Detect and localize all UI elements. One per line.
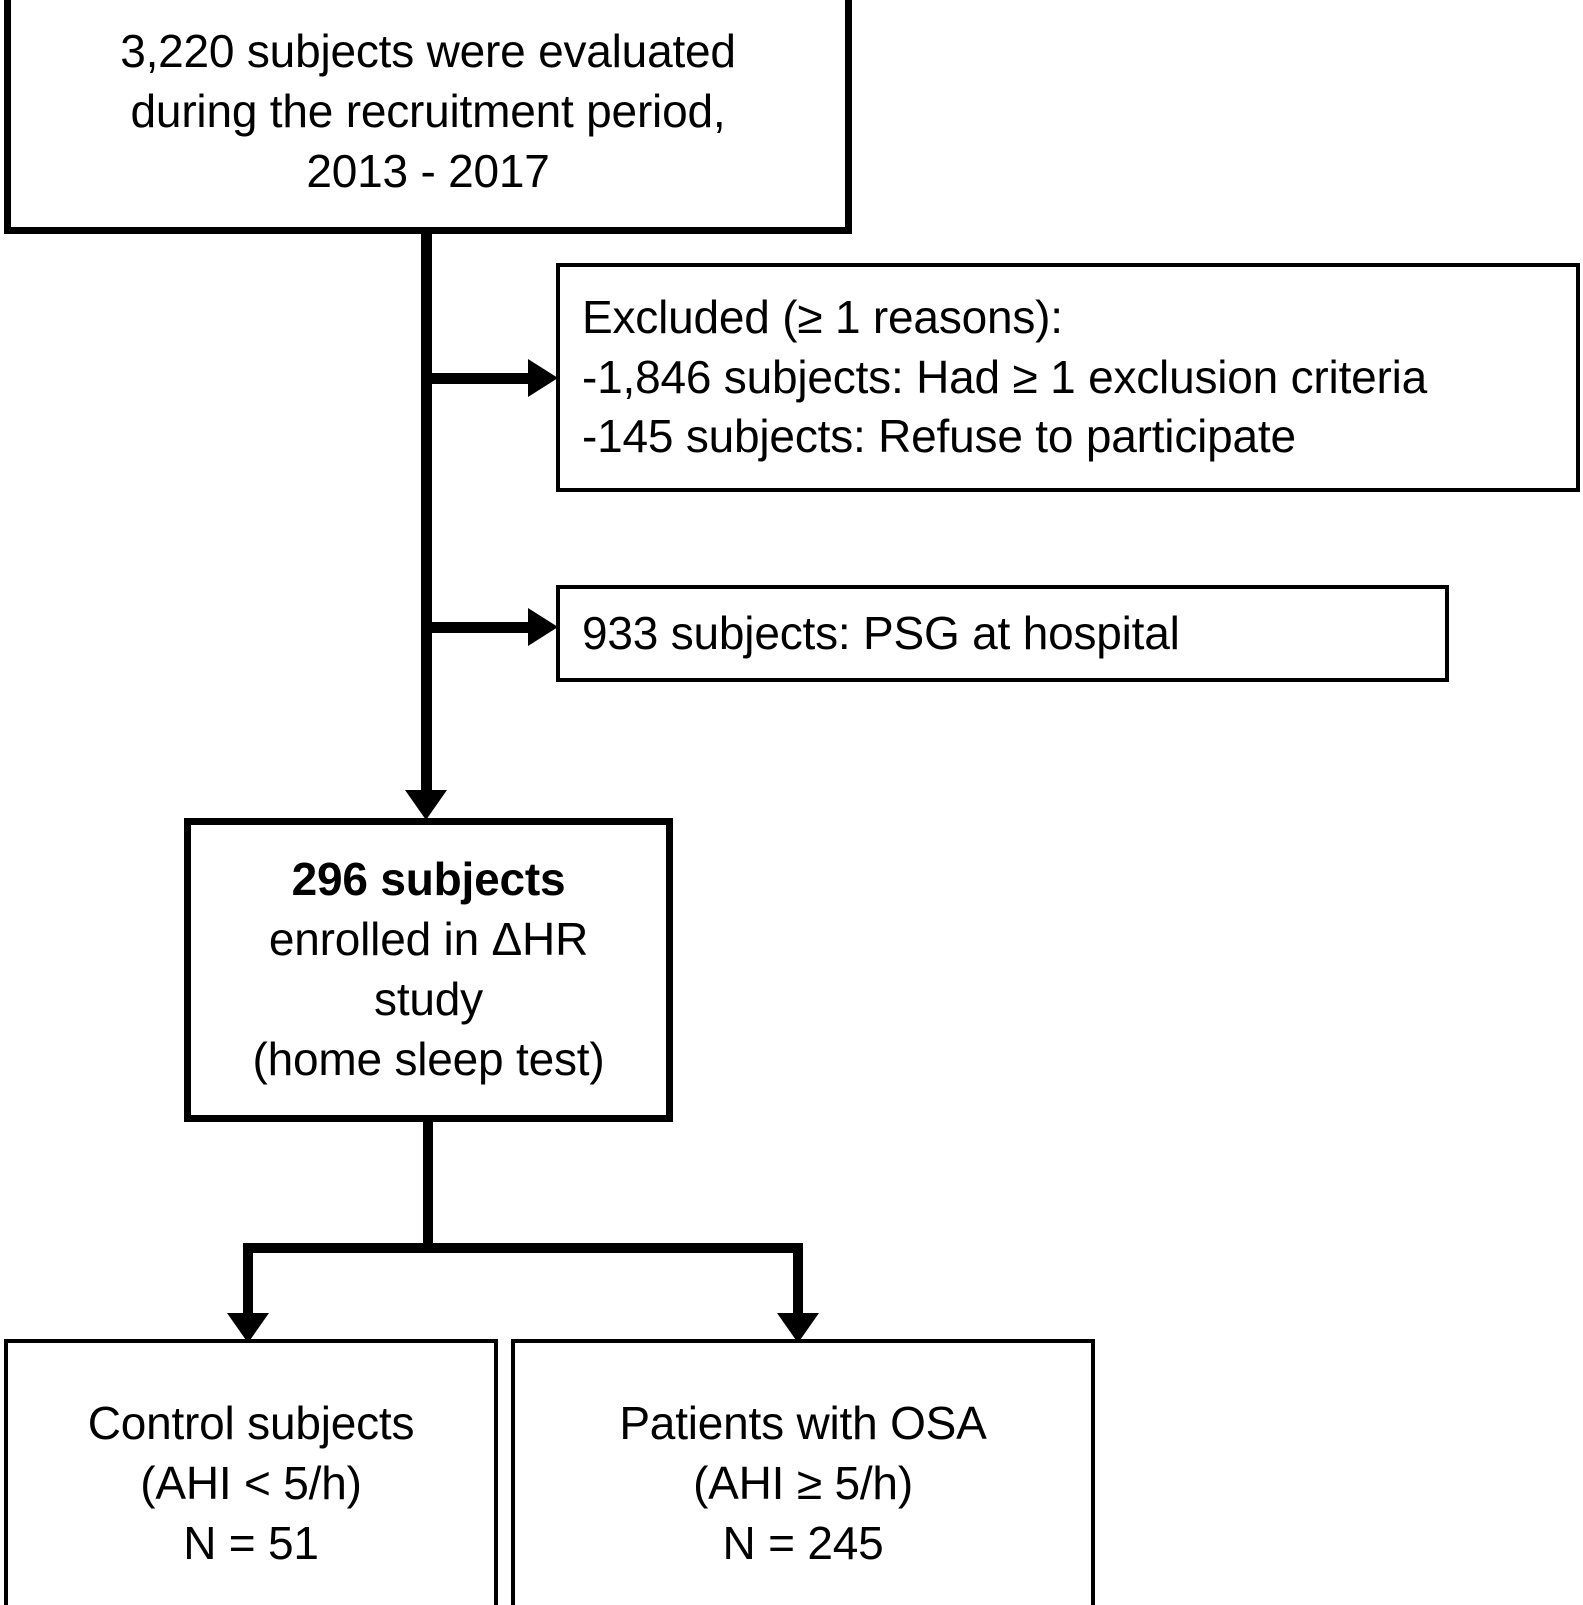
main-trunk-line: [421, 233, 432, 793]
evaluated-line-2: during the recruitment period,: [130, 85, 726, 138]
excluded-heading-bold: Excluded: [582, 290, 770, 343]
enrolled-line-2: enrolled in ΔHR: [268, 913, 589, 966]
enrolled-count: 296 subjects: [291, 853, 566, 906]
split-stem-line: [423, 1122, 433, 1248]
osa-line-2: (AHI ≥ 5/h): [693, 1457, 913, 1510]
excluded-heading-rest: (≥ 1 reasons):: [769, 290, 1063, 343]
split-horizontal-bar: [243, 1243, 803, 1253]
main-trunk-arrowhead: [405, 790, 447, 820]
osa-box: Patients with OSA (AHI ≥ 5/h) N = 245: [511, 1339, 1095, 1605]
control-line-2: (AHI < 5/h): [140, 1457, 362, 1510]
psg-box: 933 subjects: PSG at hospital: [556, 585, 1449, 682]
osa-arrowhead: [777, 1313, 819, 1343]
enrolled-line-3: study: [374, 973, 483, 1025]
enrolled-box: 296 subjects enrolled in ΔHR study (home…: [184, 818, 673, 1122]
osa-line-3: N = 245: [722, 1516, 884, 1569]
excluded-reason-2: -145 subjects: Refuse to participate: [582, 410, 1296, 463]
excluded-reason-1: -1,846 subjects: Had ≥ 1 exclusion crite…: [582, 350, 1428, 403]
evaluated-line-1: 3,220 subjects were evaluated: [120, 25, 736, 78]
excluded-heading: Excluded (≥ 1 reasons):: [582, 288, 1554, 348]
psg-line: 933 subjects: PSG at hospital: [582, 606, 1180, 659]
osa-line-1: Patients with OSA: [619, 1397, 987, 1450]
psg-branch-line: [426, 622, 536, 633]
evaluated-line-3: 2013 - 2017: [306, 144, 550, 197]
psg-branch-arrowhead: [528, 608, 558, 646]
control-line-3: N = 51: [183, 1516, 319, 1569]
control-line-1: Control subjects: [87, 1397, 415, 1450]
excluded-branch-line: [426, 373, 536, 384]
control-box: Control subjects (AHI < 5/h) N = 51: [4, 1339, 498, 1605]
control-arrowhead: [227, 1313, 269, 1343]
evaluated-box: 3,220 subjects were evaluated during the…: [4, 0, 852, 234]
split-left-drop-line: [243, 1243, 253, 1325]
excluded-branch-arrowhead: [528, 359, 558, 397]
excluded-box: Excluded (≥ 1 reasons): -1,846 subjects:…: [556, 263, 1580, 492]
enrolled-line-4: (home sleep test): [252, 1032, 605, 1085]
split-right-drop-line: [793, 1243, 803, 1325]
